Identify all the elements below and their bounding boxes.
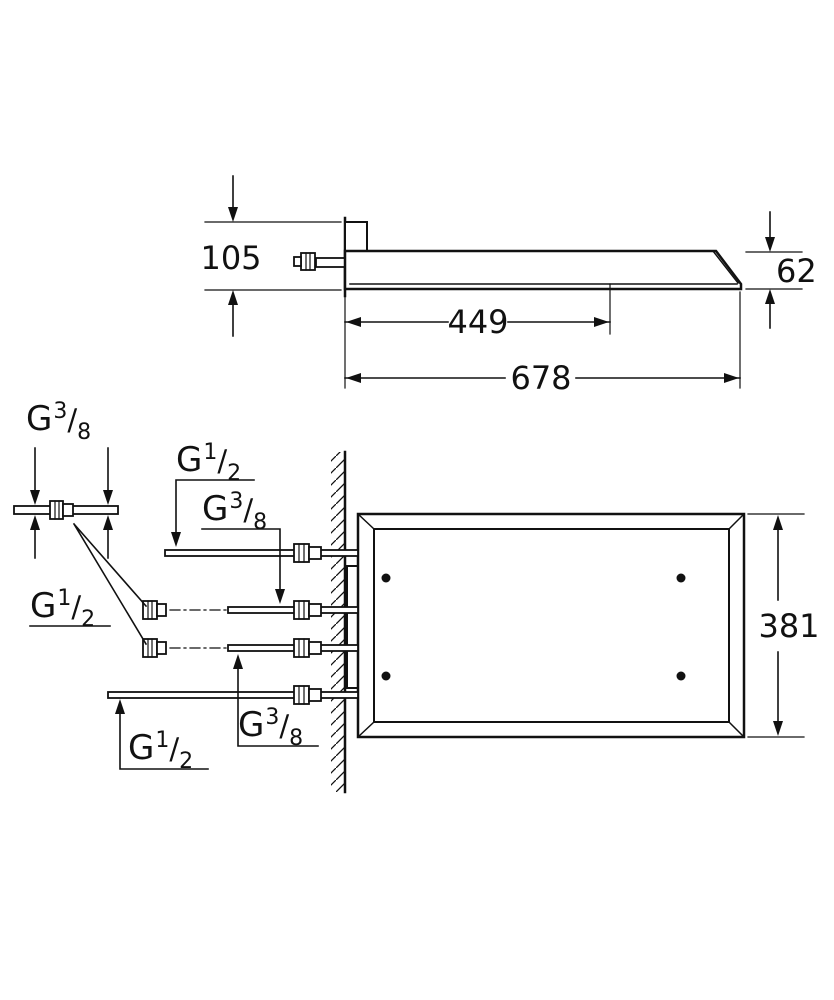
fitting-nut [308,688,322,702]
supply-fitting-knob [293,256,302,267]
dim-arrow-down-icon [228,207,238,222]
thread-label-g12-top: G1/2 [176,440,241,486]
supply-pipe-4 [107,691,359,699]
fitting-nut [308,603,322,617]
dim-arrow-up-icon [30,515,40,530]
thread-label-g38-detail: G3/8 [26,399,91,445]
shower-head-profile [343,249,743,291]
dim-arrow-up-icon [765,289,775,304]
dim-arrow-up-icon [103,515,113,530]
dim-arrow-up-icon [773,515,783,530]
pipe-fitting [293,543,322,563]
dim-total-length: 678 [344,291,741,397]
dim-spray-center: 449 [344,283,611,341]
plan-view: 381 G3/8 G1/2 G3/8 G1/2 G3/8 G1/2 [13,399,820,794]
dim-arrow-down-icon [103,490,113,505]
dim-arrow-left-icon [346,373,361,383]
fitting-body [142,600,158,620]
leader-g12-bottom [119,713,209,770]
fitting-ridges [298,543,305,563]
fitting-ridges [298,685,305,705]
pipe-fitting [293,685,322,705]
dim-arrow-down-icon [30,490,40,505]
supply-pipe-1 [164,549,359,557]
fitting-nut [308,641,322,655]
pipe-fitting [293,638,322,658]
dim-thickness: 62 [745,211,817,329]
dim-arrow-down-icon [171,532,181,547]
wall-hatching [331,452,345,792]
screw-hole-dot [676,573,686,583]
dim-arrow-up-icon [233,654,243,669]
thread-label-g12-bottom: G1/2 [128,728,193,774]
extension-lines [204,221,342,291]
pipe-fitting [293,600,322,620]
leader-g38-mid [201,528,281,590]
dim-arrow-right-icon [724,373,739,383]
dim-spray-center-value: 449 [447,303,508,341]
dim-arrow-down-icon [765,237,775,252]
dim-arrow-down-icon [773,721,783,736]
dim-depth: 381 [747,513,820,738]
fitting-ridges [298,638,305,658]
leader-g38-bottom [237,668,319,747]
thread-leaders [29,479,319,770]
dim-total-length-value: 678 [510,359,571,397]
leader-g12-top [175,479,255,533]
dim-arrow-up-icon [115,699,125,714]
screw-hole-dot [381,671,391,681]
fitting-ridges [147,638,153,658]
thread-label-g12-left: G1/2 [30,586,95,632]
screw-hole-dot [676,671,686,681]
fitting-body [293,543,310,563]
extension-lines [745,251,803,290]
thread-label-g38-mid: G3/8 [202,489,267,535]
dim-arrow-down-icon [275,589,285,604]
adapter-fitting [142,638,167,658]
supply-pipe-2 [227,606,359,614]
supply-fitting [300,252,316,271]
fitting-body [293,638,310,658]
adapter-fitting [142,600,167,620]
dim-height: 105 [200,175,342,337]
shower-head-plan-outline [356,512,746,739]
dimension-lines [34,447,109,559]
side-elevation-view: 105 62 449 678 [200,175,817,397]
dim-arrow-left-icon [346,317,361,327]
supply-stub-pipe [315,257,346,268]
fitting-body [49,500,64,520]
screw-hole-dot [381,573,391,583]
g38-detail [13,447,148,646]
fitting-nut [156,603,167,617]
dim-thickness-value: 62 [776,252,817,290]
fitting-body [293,600,310,620]
corner-chamfer-lines [356,512,746,739]
fitting-nut [308,546,322,560]
supply-pipe-3 [227,644,359,652]
mounting-bracket-side [344,221,368,252]
face-plate-outline [373,528,730,723]
supply-fitting-ridges [305,252,311,271]
dim-arrow-up-icon [228,290,238,305]
edge-chamfer-line [711,249,740,285]
leader-lines [72,522,148,646]
fitting-ridges [54,500,60,520]
center-lines [169,609,227,649]
fitting-nut [62,503,74,517]
dim-height-value: 105 [200,239,261,277]
dim-depth-value: 381 [758,607,819,645]
fitting-nut [156,641,167,655]
fitting-ridges [298,600,305,620]
fitting-body [293,685,310,705]
fitting-ridges [147,600,153,620]
extension-lines [747,513,805,738]
dim-arrow-right-icon [594,317,609,327]
thread-label-g38-bottom: G3/8 [238,705,303,751]
